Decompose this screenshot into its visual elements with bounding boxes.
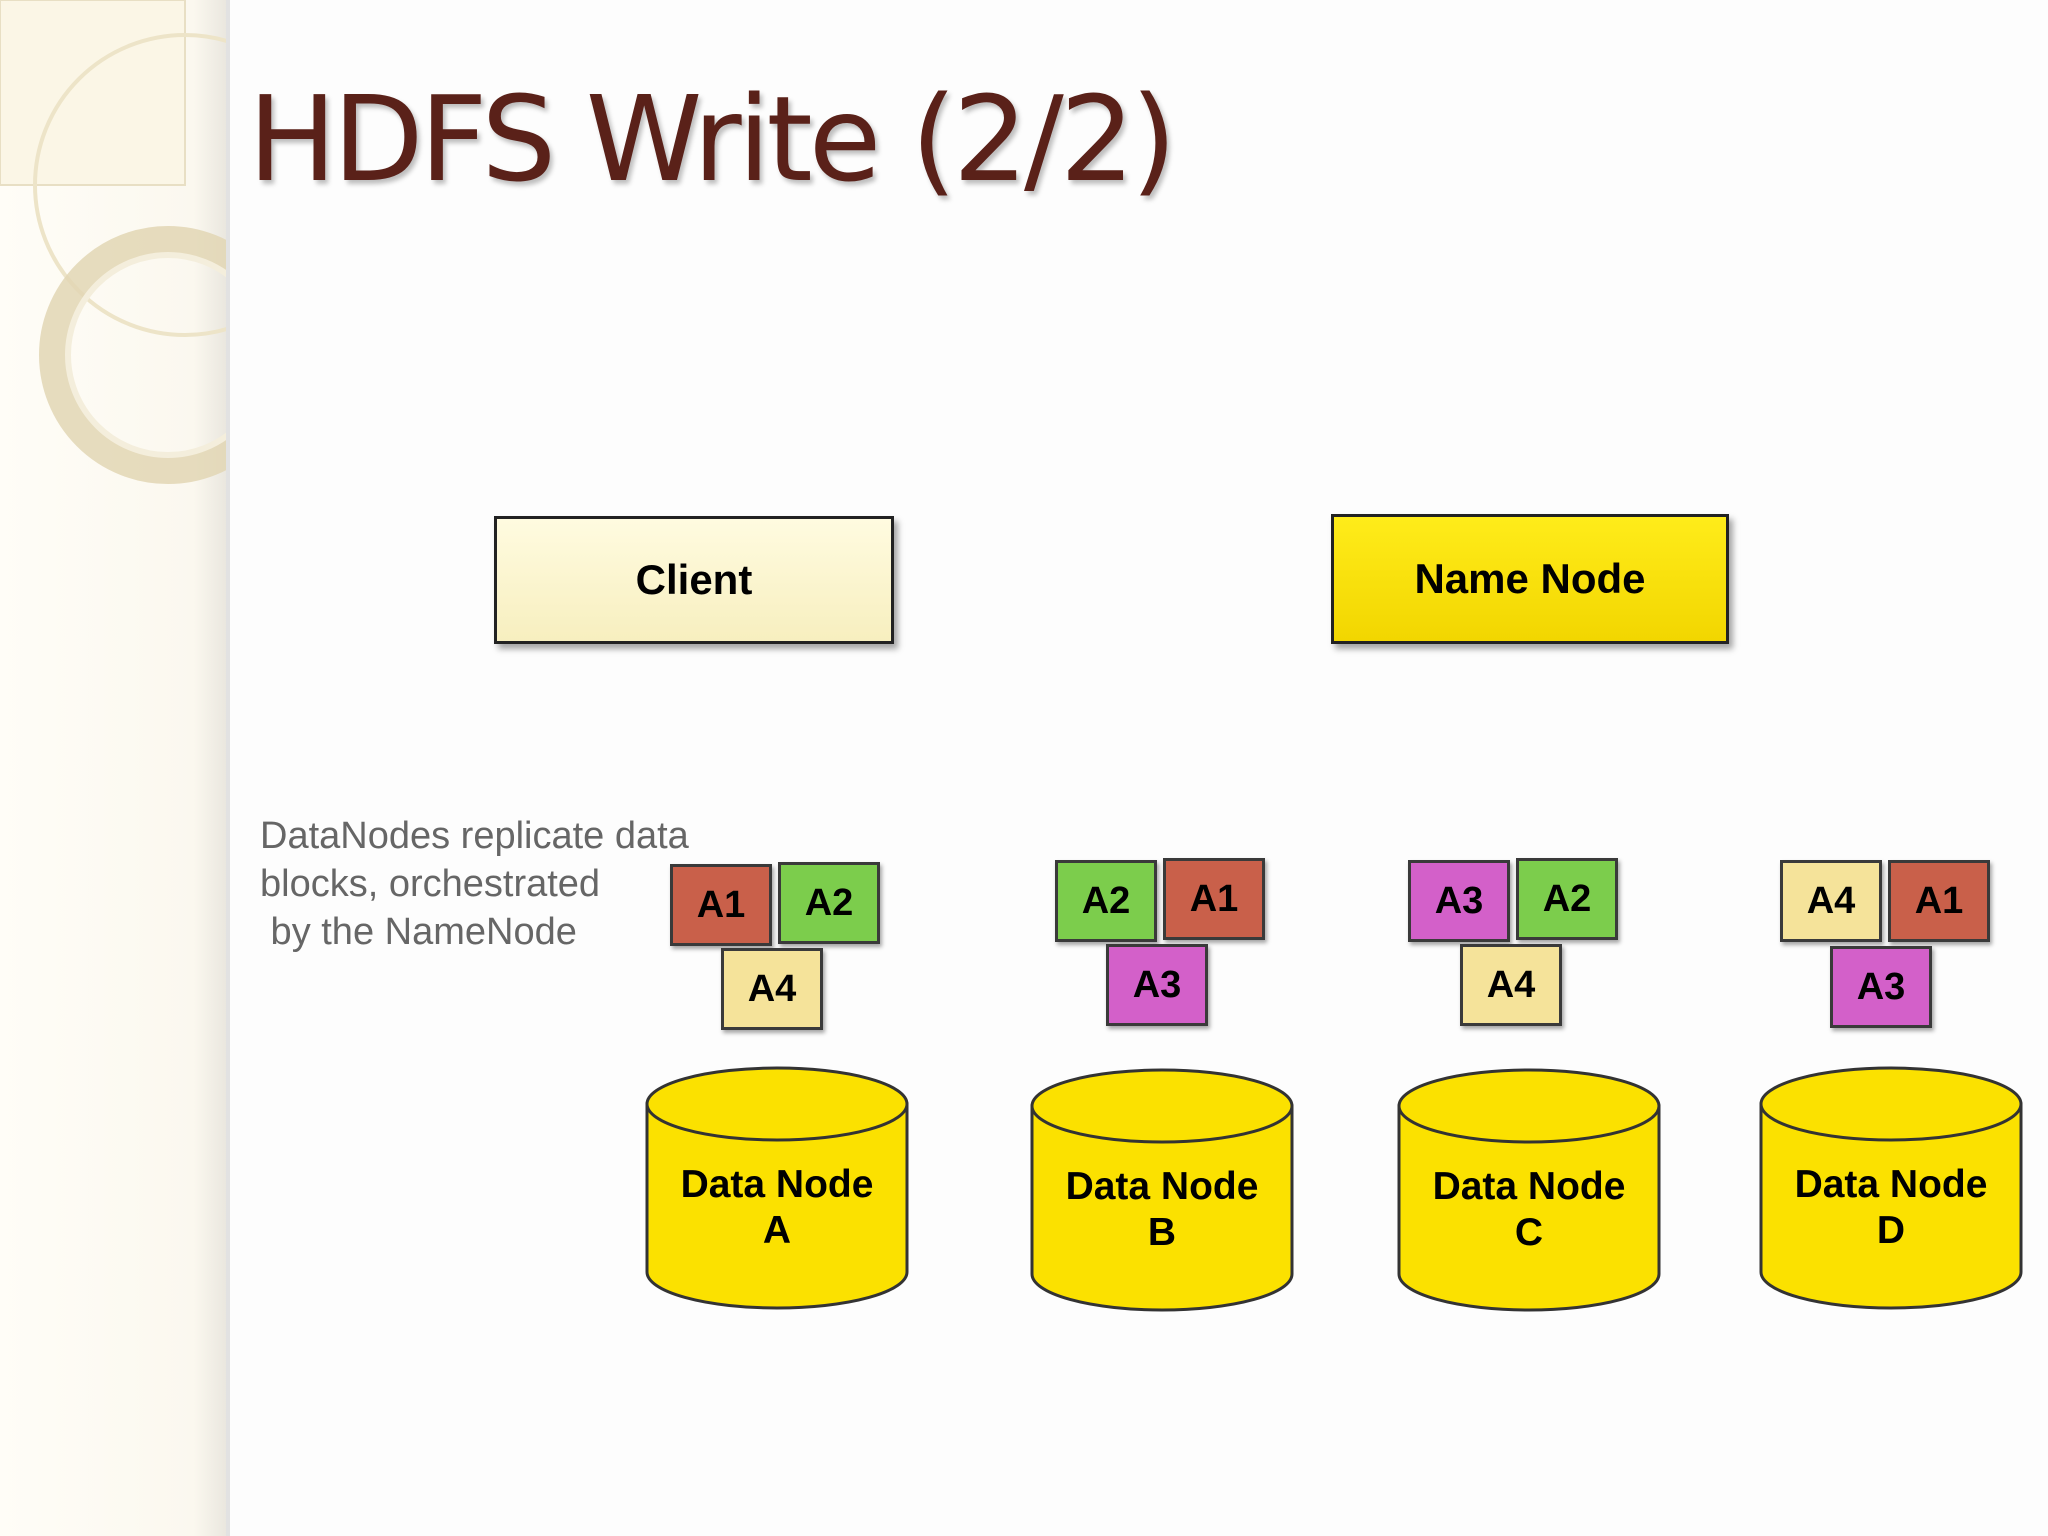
data-node-label: Data Node B [1027,1164,1297,1256]
client-box: Client [494,516,894,644]
block-b-bottom: A3 [1106,944,1208,1026]
block-label: A2 [1542,877,1592,920]
block-b-top-left: A2 [1055,860,1157,942]
data-node-id: B [1147,1211,1177,1254]
data-node-id: D [1876,1209,1906,1252]
block-c-top-right: A2 [1516,858,1618,940]
block-label: A2 [1081,879,1131,922]
data-node-b-cylinder: Data Node B [1027,1064,1297,1314]
client-label: Client [635,556,753,603]
data-node-label: Data Node A [642,1162,912,1254]
data-node-c-cylinder: Data Node C [1394,1064,1664,1314]
data-node-name: Data Node [1065,1165,1259,1208]
data-node-name: Data Node [1794,1163,1988,1206]
sidebar-divider [226,0,230,1536]
cylinder-shape [1397,1068,1661,1312]
block-label: A4 [1486,963,1536,1006]
block-a-top-left: A1 [670,864,772,946]
block-label: A3 [1132,963,1182,1006]
block-label: A4 [747,967,797,1010]
block-c-top-left: A3 [1408,860,1510,942]
block-label: A3 [1856,965,1906,1008]
cylinder-shape [645,1066,909,1310]
cylinder-shape [1759,1066,2023,1310]
block-label: A1 [696,883,746,926]
data-node-label: Data Node D [1756,1162,2026,1254]
block-d-top-right: A1 [1888,860,1990,942]
block-d-bottom: A3 [1830,946,1932,1028]
block-label: A3 [1434,879,1484,922]
data-node-d-cylinder: Data Node D [1756,1062,2026,1312]
data-node-name: Data Node [1432,1165,1626,1208]
block-a-top-right: A2 [778,862,880,944]
data-node-id: C [1514,1211,1544,1254]
caption-line: blocks, orchestrated [260,863,601,905]
data-node-a-cylinder: Data Node A [642,1062,912,1312]
block-label: A4 [1806,879,1856,922]
replication-caption: DataNodes replicate data blocks, orchest… [260,812,730,956]
data-node-label: Data Node C [1394,1164,1664,1256]
block-b-top-right: A1 [1163,858,1265,940]
block-label: A1 [1914,879,1964,922]
decorative-rings-icon [0,0,228,484]
caption-line: DataNodes replicate data [260,815,689,857]
slide-title: HDFS Write (2/2) [248,70,1177,208]
namenode-label: Name Node [1414,555,1646,602]
block-label: A1 [1189,877,1239,920]
data-node-name: Data Node [680,1163,874,1206]
cylinder-shape [1030,1068,1294,1312]
block-a-bottom: A4 [721,948,823,1030]
caption-line: by the NameNode [260,911,577,953]
block-label: A2 [804,881,854,924]
sidebar-decoration [0,0,228,1536]
block-d-top-left: A4 [1780,860,1882,942]
data-node-id: A [762,1209,792,1252]
namenode-box: Name Node [1331,514,1729,644]
block-c-bottom: A4 [1460,944,1562,1026]
